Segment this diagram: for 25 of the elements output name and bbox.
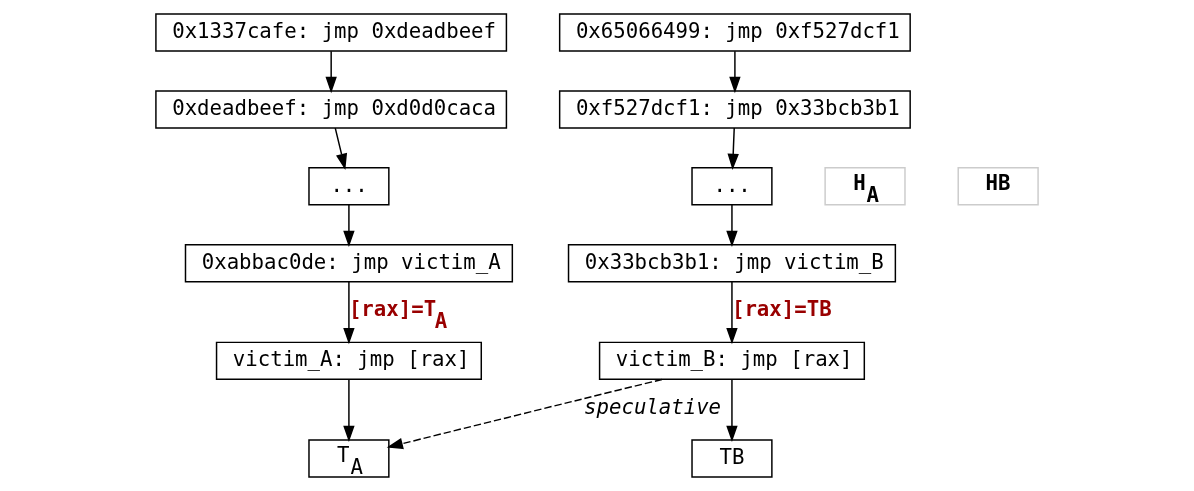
arrow [386,378,663,450]
arrow [727,127,739,171]
node-box: 0x1337cafe: jmp 0xdeadbeef [155,13,508,52]
node-box: 0xf527dcf1: jmp 0x33bcb3b1 [558,90,911,129]
edge-label: [rax]=TB [731,297,832,322]
arrow [334,127,348,170]
arrow [729,50,741,94]
node-box: HB [957,167,1039,206]
node-box: 0x33bcb3b1: jmp victim_B [567,244,897,283]
node-box: ... [308,167,390,206]
node-box: victim_A: jmp [rax] [215,341,482,381]
arrow [343,204,355,247]
node-box: 0x65066499: jmp 0xf527dcf1 [558,13,911,52]
node-box: victim_B: jmp [rax] [598,341,866,381]
arrow [726,281,738,345]
edge-label: speculative [584,394,722,419]
node-box: TB [691,439,773,478]
arrow [325,50,337,94]
node-box: 0xdeadbeef: jmp 0xd0d0caca [155,90,508,129]
arrow [343,281,355,345]
node-box: 0xabbac0de: jmp victim_A [184,244,514,283]
node-box: ... [691,167,773,206]
arrow [726,378,738,442]
arrow [343,378,355,442]
arrow [726,204,738,247]
